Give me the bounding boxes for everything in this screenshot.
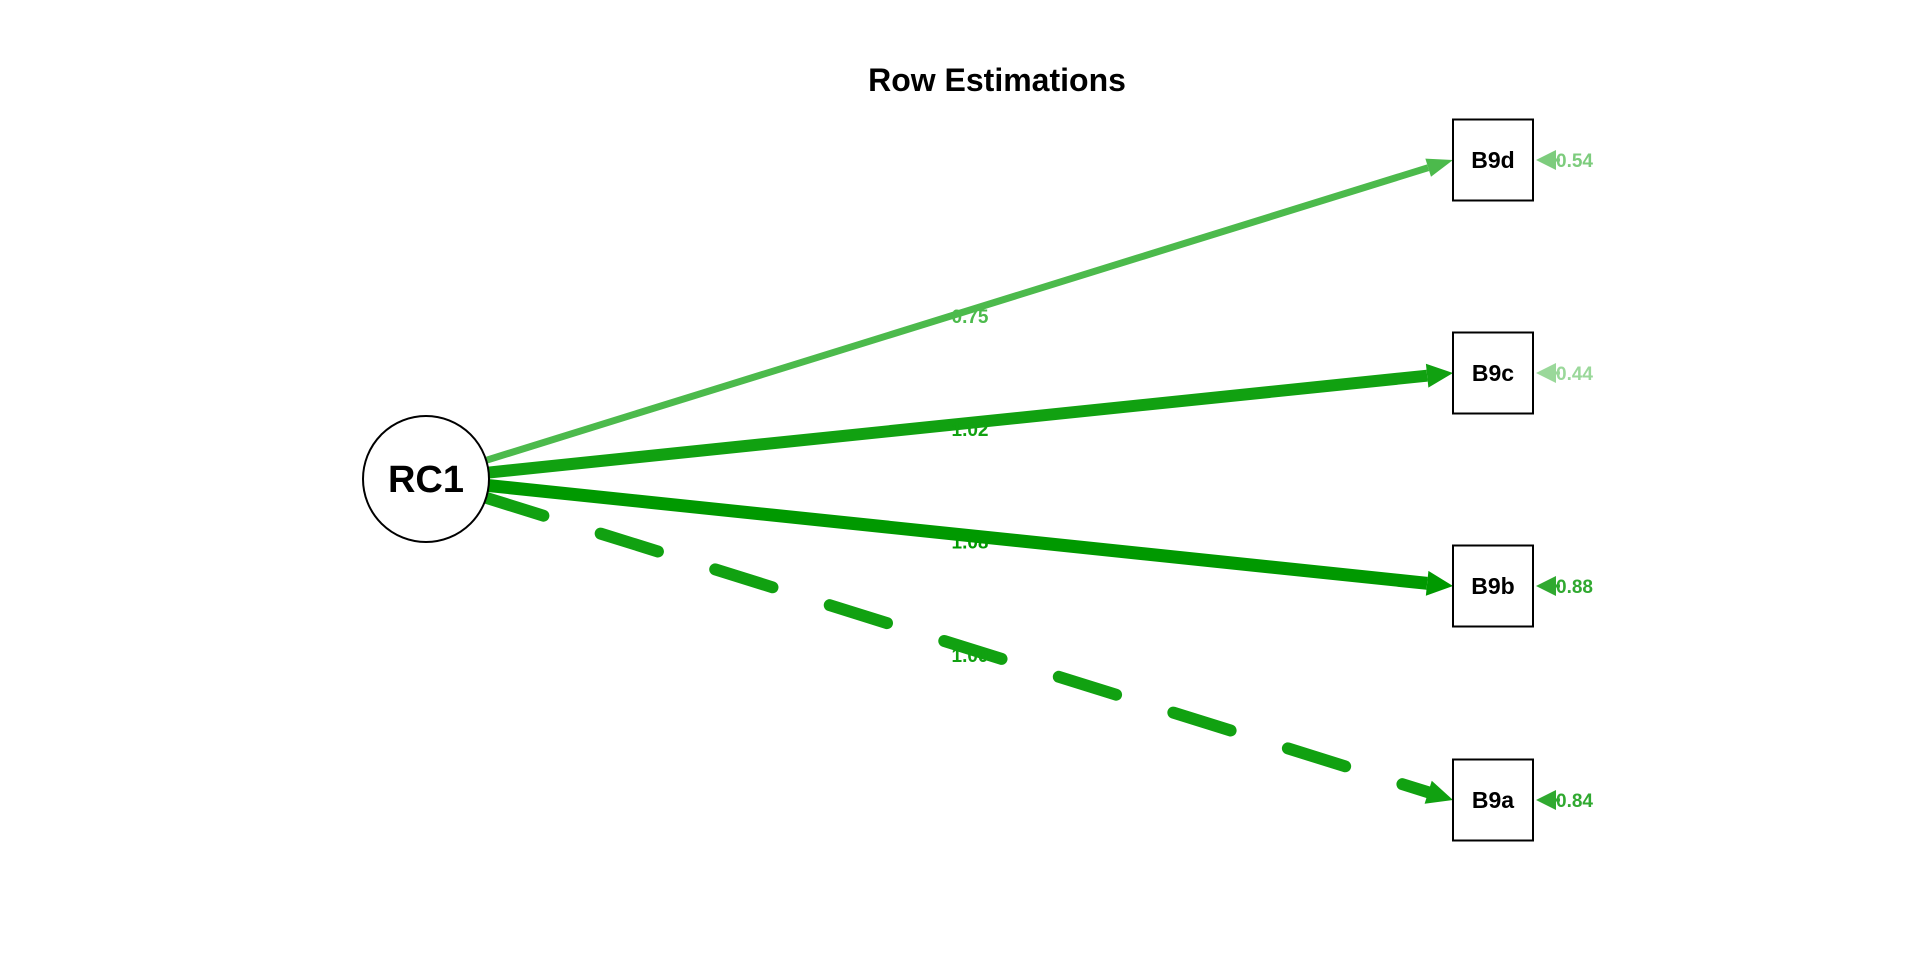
- arrowhead-icon: [1424, 780, 1453, 804]
- loading-edge-b9a: [480, 491, 1435, 799]
- diagram-title: Row Estimations: [868, 62, 1126, 98]
- residual-arrow-icon: [1536, 790, 1556, 810]
- indicator-node-b9c: [1452, 331, 1534, 415]
- loading-label: 0.75: [952, 307, 989, 328]
- loading-label: 1.08: [952, 533, 989, 554]
- indicator-label: B9c: [1472, 360, 1514, 386]
- indicator-node-b9a: [1452, 758, 1534, 842]
- indicator-label: B9d: [1471, 147, 1514, 173]
- indicator-node-b9b: [1452, 544, 1534, 628]
- residual-arrow-icon: [1536, 363, 1556, 383]
- residual-arrow-icon: [1536, 576, 1556, 596]
- loading-edge-b9c: [488, 369, 1428, 479]
- latent-label: RC1: [388, 459, 464, 501]
- loading-edge-b9b: [487, 479, 1428, 590]
- residual-label: 0.54: [1556, 151, 1593, 172]
- residual-label: 0.88: [1556, 577, 1593, 598]
- loading-label: 1.00: [952, 646, 989, 667]
- loading-edge-b9d: [485, 164, 1430, 464]
- arrowhead-icon: [1425, 158, 1453, 177]
- indicator-label: B9b: [1471, 573, 1514, 599]
- indicator-node-b9d: [1452, 118, 1534, 202]
- residual-arrow-icon: [1536, 150, 1556, 170]
- latent-node-rc1: [362, 415, 490, 543]
- residual-label: 0.84: [1556, 791, 1593, 812]
- arrowhead-icon: [1425, 363, 1453, 388]
- loading-label: 1.02: [952, 420, 989, 441]
- indicator-label: B9a: [1472, 787, 1514, 813]
- residual-label: 0.44: [1556, 364, 1593, 385]
- arrowhead-icon: [1425, 570, 1453, 596]
